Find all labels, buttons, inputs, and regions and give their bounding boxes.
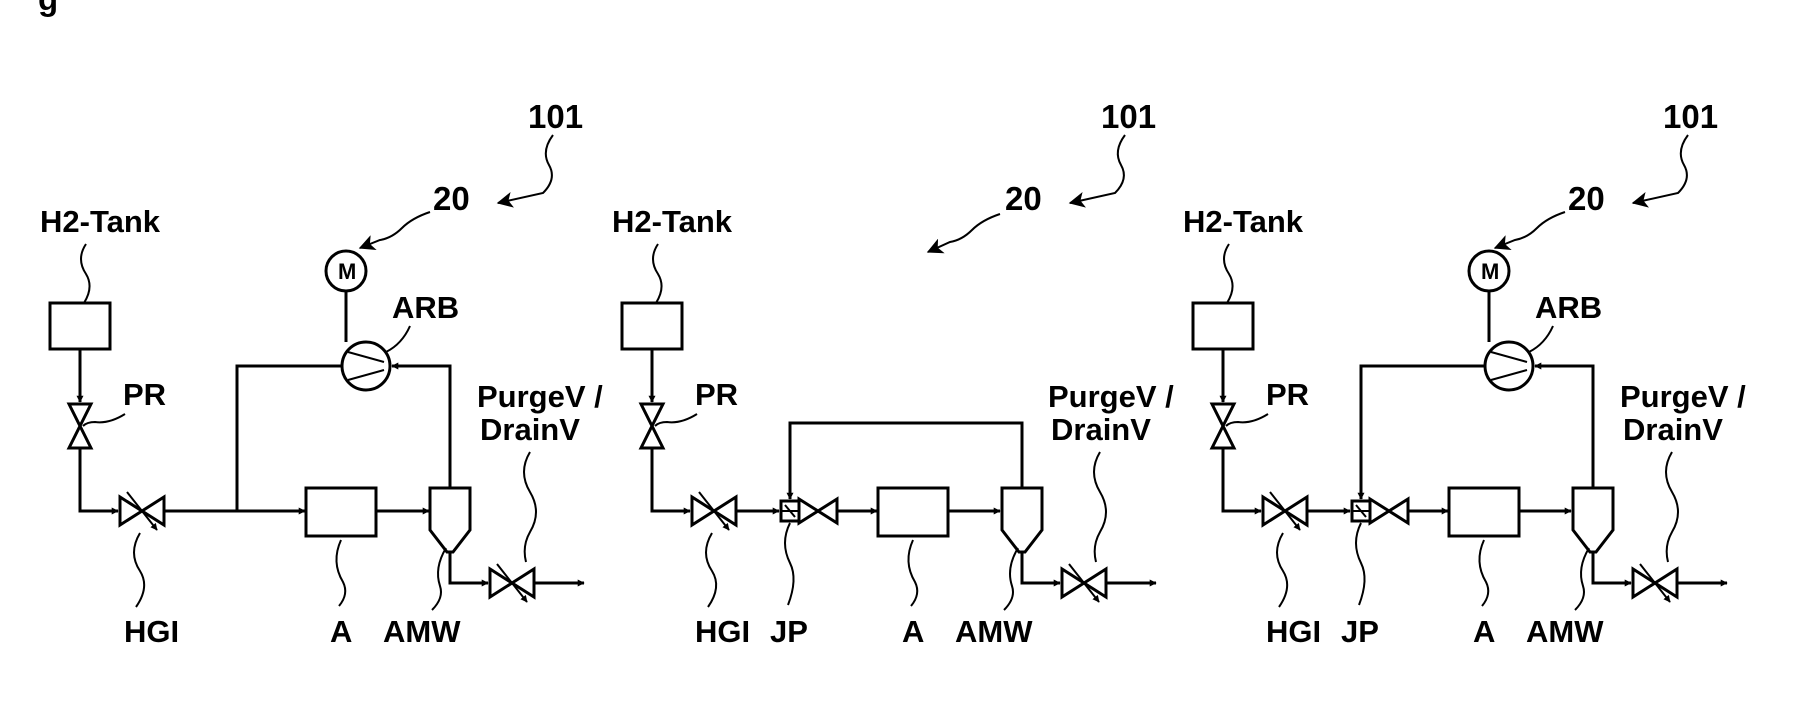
diagram-2: 101 20 H2-Tank PR HGI JP A AMW — [612, 98, 1174, 649]
hgi-label: HGI — [1266, 614, 1321, 649]
h2-tank — [50, 303, 110, 349]
jp-label: JP — [1341, 614, 1379, 649]
water-separator — [1002, 488, 1042, 552]
ref-20-leader — [928, 214, 1000, 252]
hgi-label: HGI — [124, 614, 179, 649]
diagram-1: 101 20 H2-Tank PR HGI A AMW PurgeV / Dra… — [40, 98, 603, 649]
water-separator — [430, 488, 470, 552]
pr-leader — [655, 414, 697, 426]
anode-leader — [336, 540, 345, 606]
ref-20: 20 — [433, 180, 470, 217]
ref-20: 20 — [1568, 180, 1605, 217]
ref-20-leader — [360, 212, 430, 248]
purge-leader — [1094, 452, 1106, 562]
recirc-return-line — [1535, 366, 1593, 488]
motor-label: M — [1481, 259, 1499, 284]
pr-to-hgi-line — [80, 448, 118, 511]
jet-pump-icon — [1370, 499, 1408, 523]
arb-leader — [386, 326, 410, 352]
pressure-regulator-icon — [69, 404, 91, 448]
ref-101-leader — [1070, 135, 1125, 203]
diagram-3: 101 20 H2-Tank PR HGI JP A AMW — [1183, 98, 1746, 649]
amw-label: AMW — [1526, 614, 1604, 649]
pr-label: PR — [695, 377, 738, 412]
pr-to-hgi-line — [1223, 448, 1261, 511]
amw-leader — [1575, 548, 1589, 610]
purge-label-1: PurgeV / — [477, 379, 603, 414]
anode-leader — [908, 540, 917, 606]
anode-block — [306, 488, 376, 536]
h2-tank — [622, 303, 682, 349]
ref-20: 20 — [1005, 180, 1042, 217]
purge-leader — [524, 452, 536, 562]
jp-leader — [1356, 523, 1365, 605]
blower-to-jp-line — [1361, 366, 1485, 499]
amw-to-purge-line — [450, 552, 488, 583]
amw-label: AMW — [955, 614, 1033, 649]
pr-label: PR — [1266, 377, 1309, 412]
pr-label: PR — [123, 377, 166, 412]
pr-leader — [83, 414, 125, 426]
h2-tank-leader — [653, 244, 662, 303]
h2-tank-label: H2-Tank — [40, 204, 161, 239]
anode-block — [878, 488, 948, 536]
ref-101: 101 — [528, 98, 583, 135]
ref-101: 101 — [1101, 98, 1156, 135]
anode-label: A — [1473, 614, 1495, 649]
purge-label-1: PurgeV / — [1620, 379, 1746, 414]
amw-to-purge-line — [1593, 552, 1631, 583]
hgi-leader — [706, 533, 716, 607]
amw-leader — [432, 548, 446, 610]
amw-label: AMW — [383, 614, 461, 649]
blower-circle — [1485, 342, 1533, 390]
ref-101-leader — [498, 135, 553, 203]
pressure-regulator-icon — [1212, 404, 1234, 448]
arb-label: ARB — [392, 290, 459, 325]
motor-label: M — [338, 259, 356, 284]
purge-label-2: DrainV — [1051, 412, 1151, 447]
anode-label: A — [330, 614, 352, 649]
amw-leader — [1004, 548, 1018, 610]
purge-label-2: DrainV — [480, 412, 580, 447]
h2-tank-label: H2-Tank — [1183, 204, 1304, 239]
h2-tank-leader — [1224, 244, 1233, 303]
ref-101-leader — [1633, 135, 1688, 203]
anode-block — [1449, 488, 1519, 536]
h2-tank — [1193, 303, 1253, 349]
anode-label: A — [902, 614, 924, 649]
recirc-return-line — [392, 366, 450, 488]
purge-label-1: PurgeV / — [1048, 379, 1174, 414]
figure-label: g — [38, 0, 58, 17]
arb-label: ARB — [1535, 290, 1602, 325]
h2-tank-label: H2-Tank — [612, 204, 733, 239]
hgi-leader — [134, 533, 144, 607]
pressure-regulator-icon — [641, 404, 663, 448]
jp-leader — [785, 523, 794, 605]
jp-label: JP — [770, 614, 808, 649]
anode-leader — [1479, 540, 1488, 606]
hgi-label: HGI — [695, 614, 750, 649]
amw-to-purge-line — [1022, 552, 1060, 583]
pr-to-hgi-line — [652, 448, 690, 511]
h2-tank-leader — [81, 244, 90, 303]
water-separator — [1573, 488, 1613, 552]
hgi-leader — [1277, 533, 1287, 607]
ref-101: 101 — [1663, 98, 1718, 135]
jet-pump-icon — [799, 499, 837, 523]
purge-label-2: DrainV — [1623, 412, 1723, 447]
purge-leader — [1666, 452, 1678, 562]
arb-leader — [1529, 326, 1553, 352]
pr-leader — [1226, 414, 1268, 426]
blower-circle — [342, 342, 390, 390]
ref-20-leader — [1495, 212, 1565, 248]
